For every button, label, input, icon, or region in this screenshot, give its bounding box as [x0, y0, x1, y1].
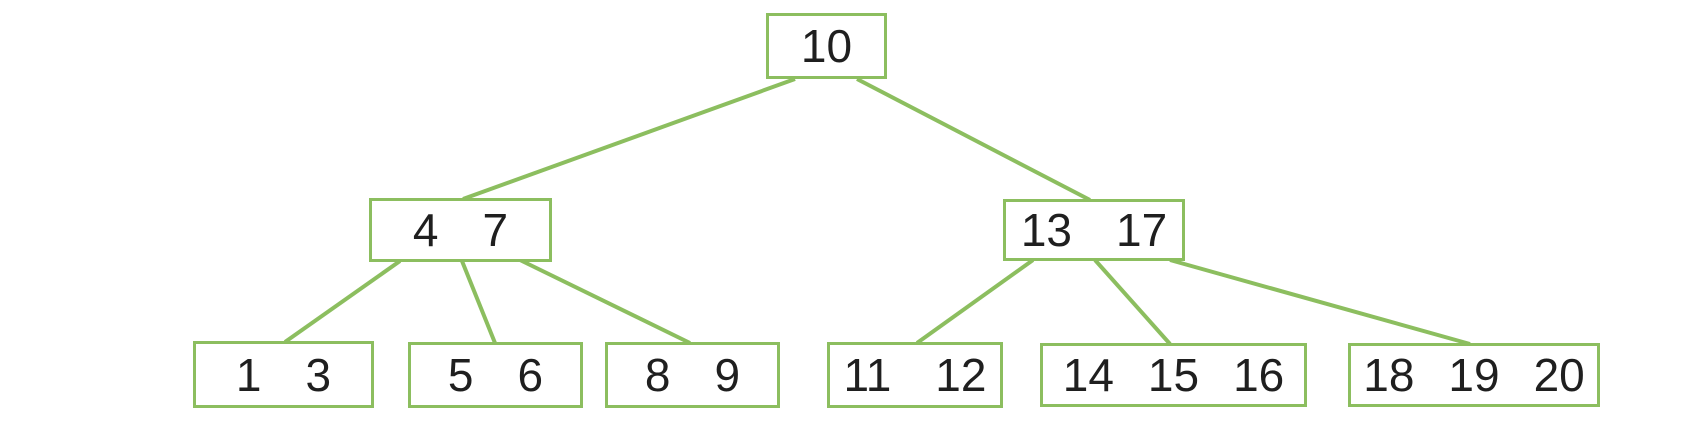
- tree-key: 9: [714, 349, 741, 401]
- tree-node-n18-19-20: 18 19 20: [1348, 343, 1600, 407]
- tree-node-n14-15-16: 14 15 16: [1040, 343, 1307, 407]
- tree-node-n13-17: 13 17: [1003, 199, 1185, 261]
- tree-key: 10: [800, 20, 853, 72]
- tree-edge-root-n4-7: [462, 77, 796, 201]
- tree-edge-root-n13-17: [856, 77, 1091, 202]
- tree-key: 4: [412, 204, 439, 256]
- tree-node-n11-12: 11 12: [827, 342, 1003, 408]
- tree-key: 5: [447, 349, 474, 401]
- tree-key: 6: [517, 349, 544, 401]
- tree-edge-n4-7-n1-3: [283, 259, 402, 344]
- tree-key: 15: [1147, 349, 1200, 401]
- tree-key: 3: [305, 348, 332, 401]
- tree-key: 20: [1533, 349, 1585, 401]
- tree-key: 17: [1116, 204, 1168, 256]
- tree-edge-n13-17-n11-12: [915, 258, 1035, 345]
- tree-key: 18: [1363, 349, 1415, 401]
- tree-key: 11: [843, 349, 892, 401]
- tree-node-root: 10: [766, 13, 887, 79]
- tree-key: 1: [235, 348, 262, 401]
- tree-edge-n13-17-n18-19-20: [1169, 258, 1471, 346]
- tree-edge-n4-7-n8-9: [519, 258, 691, 345]
- tree-key: 19: [1448, 349, 1500, 401]
- tree-key: 7: [482, 204, 509, 256]
- tree-edge-n4-7-n5-6: [460, 260, 497, 344]
- tree-key: 14: [1062, 349, 1114, 401]
- tree-key: 16: [1233, 349, 1285, 401]
- tree-key: 13: [1020, 204, 1072, 256]
- tree-key: 12: [935, 349, 987, 401]
- tree-key: 8: [644, 349, 671, 401]
- tree-edge-n13-17-n14-15-16: [1093, 258, 1172, 346]
